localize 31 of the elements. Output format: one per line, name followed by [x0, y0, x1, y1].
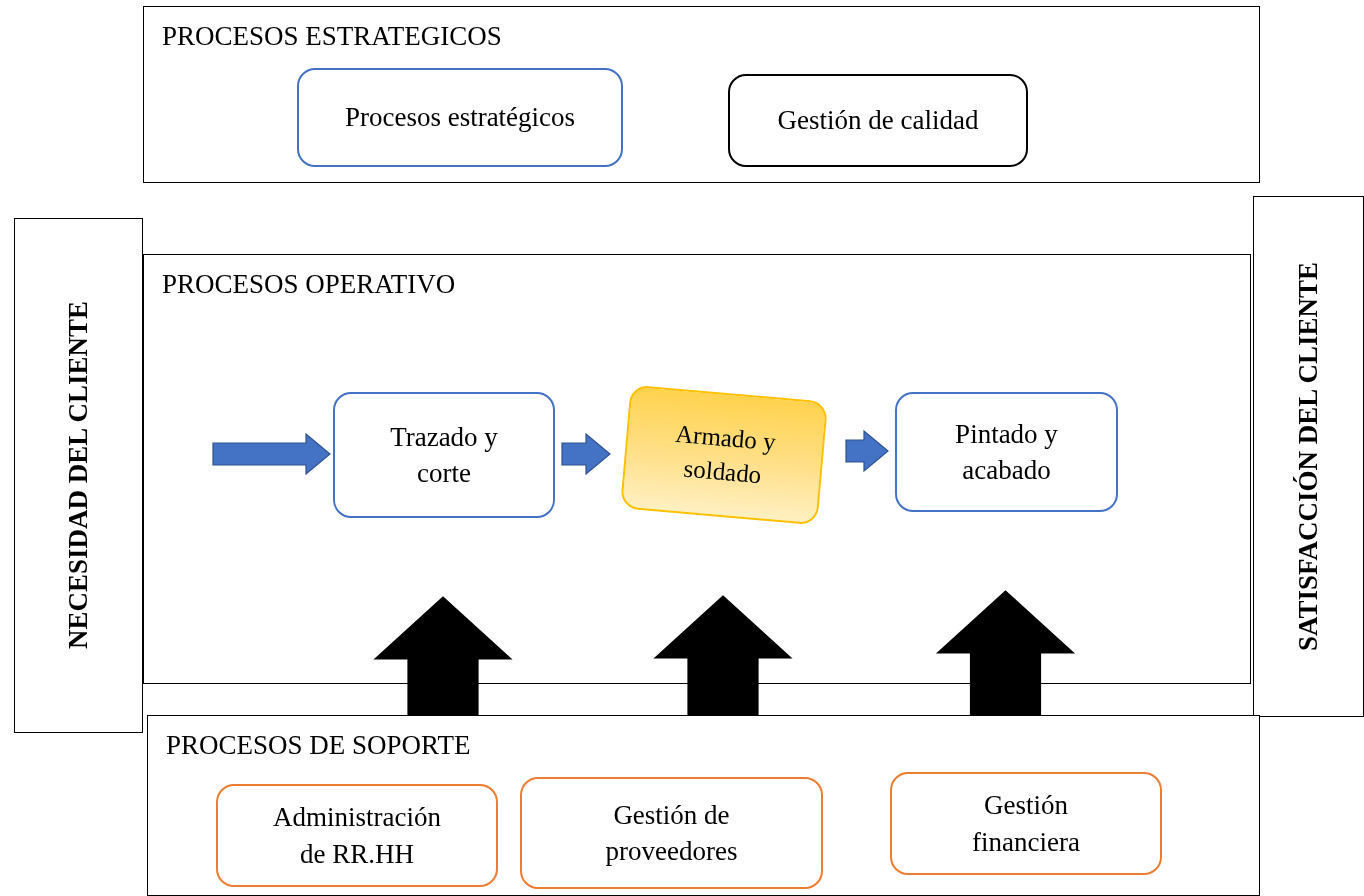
process-label: Gestión de calidad	[777, 104, 979, 138]
side-label-panel	[14, 218, 143, 733]
process-box	[895, 392, 1118, 512]
process-box	[890, 772, 1162, 875]
block-arrow	[373, 596, 513, 716]
block-arrow	[561, 432, 611, 476]
block-arrow	[212, 432, 331, 476]
block-arrow	[845, 429, 889, 473]
side-label-panel	[1253, 196, 1364, 717]
process-label: Gestión de proveedores	[604, 798, 739, 868]
block-arrow	[653, 595, 793, 716]
process-label: Administración de RR.HH	[272, 801, 442, 871]
group-heading: PROCESOS ESTRATEGICOS	[162, 21, 502, 52]
block-arrow	[935, 590, 1076, 716]
process-box	[333, 392, 555, 518]
process-label: Trazado y corte	[389, 420, 499, 490]
process-label: Procesos estratégicos	[344, 101, 576, 135]
side-label: SATISFACCIÓN DEL CLIENTE	[1293, 261, 1324, 652]
process-box	[520, 777, 823, 889]
process-label: Gestión financiera	[971, 789, 1081, 859]
process-group-panel	[143, 6, 1260, 183]
process-label: Pintado y acabado	[954, 417, 1059, 487]
group-heading: PROCESOS OPERATIVO	[162, 269, 456, 300]
process-box	[728, 74, 1028, 167]
group-heading: PROCESOS DE SOPORTE	[166, 730, 471, 761]
process-box	[216, 784, 498, 887]
process-box	[297, 68, 623, 167]
process-group-panel	[143, 254, 1251, 684]
process-label: Armado y soldado	[673, 419, 778, 491]
process-group-panel	[147, 715, 1260, 896]
side-label: NECESIDAD DEL CLIENTE	[63, 301, 94, 650]
